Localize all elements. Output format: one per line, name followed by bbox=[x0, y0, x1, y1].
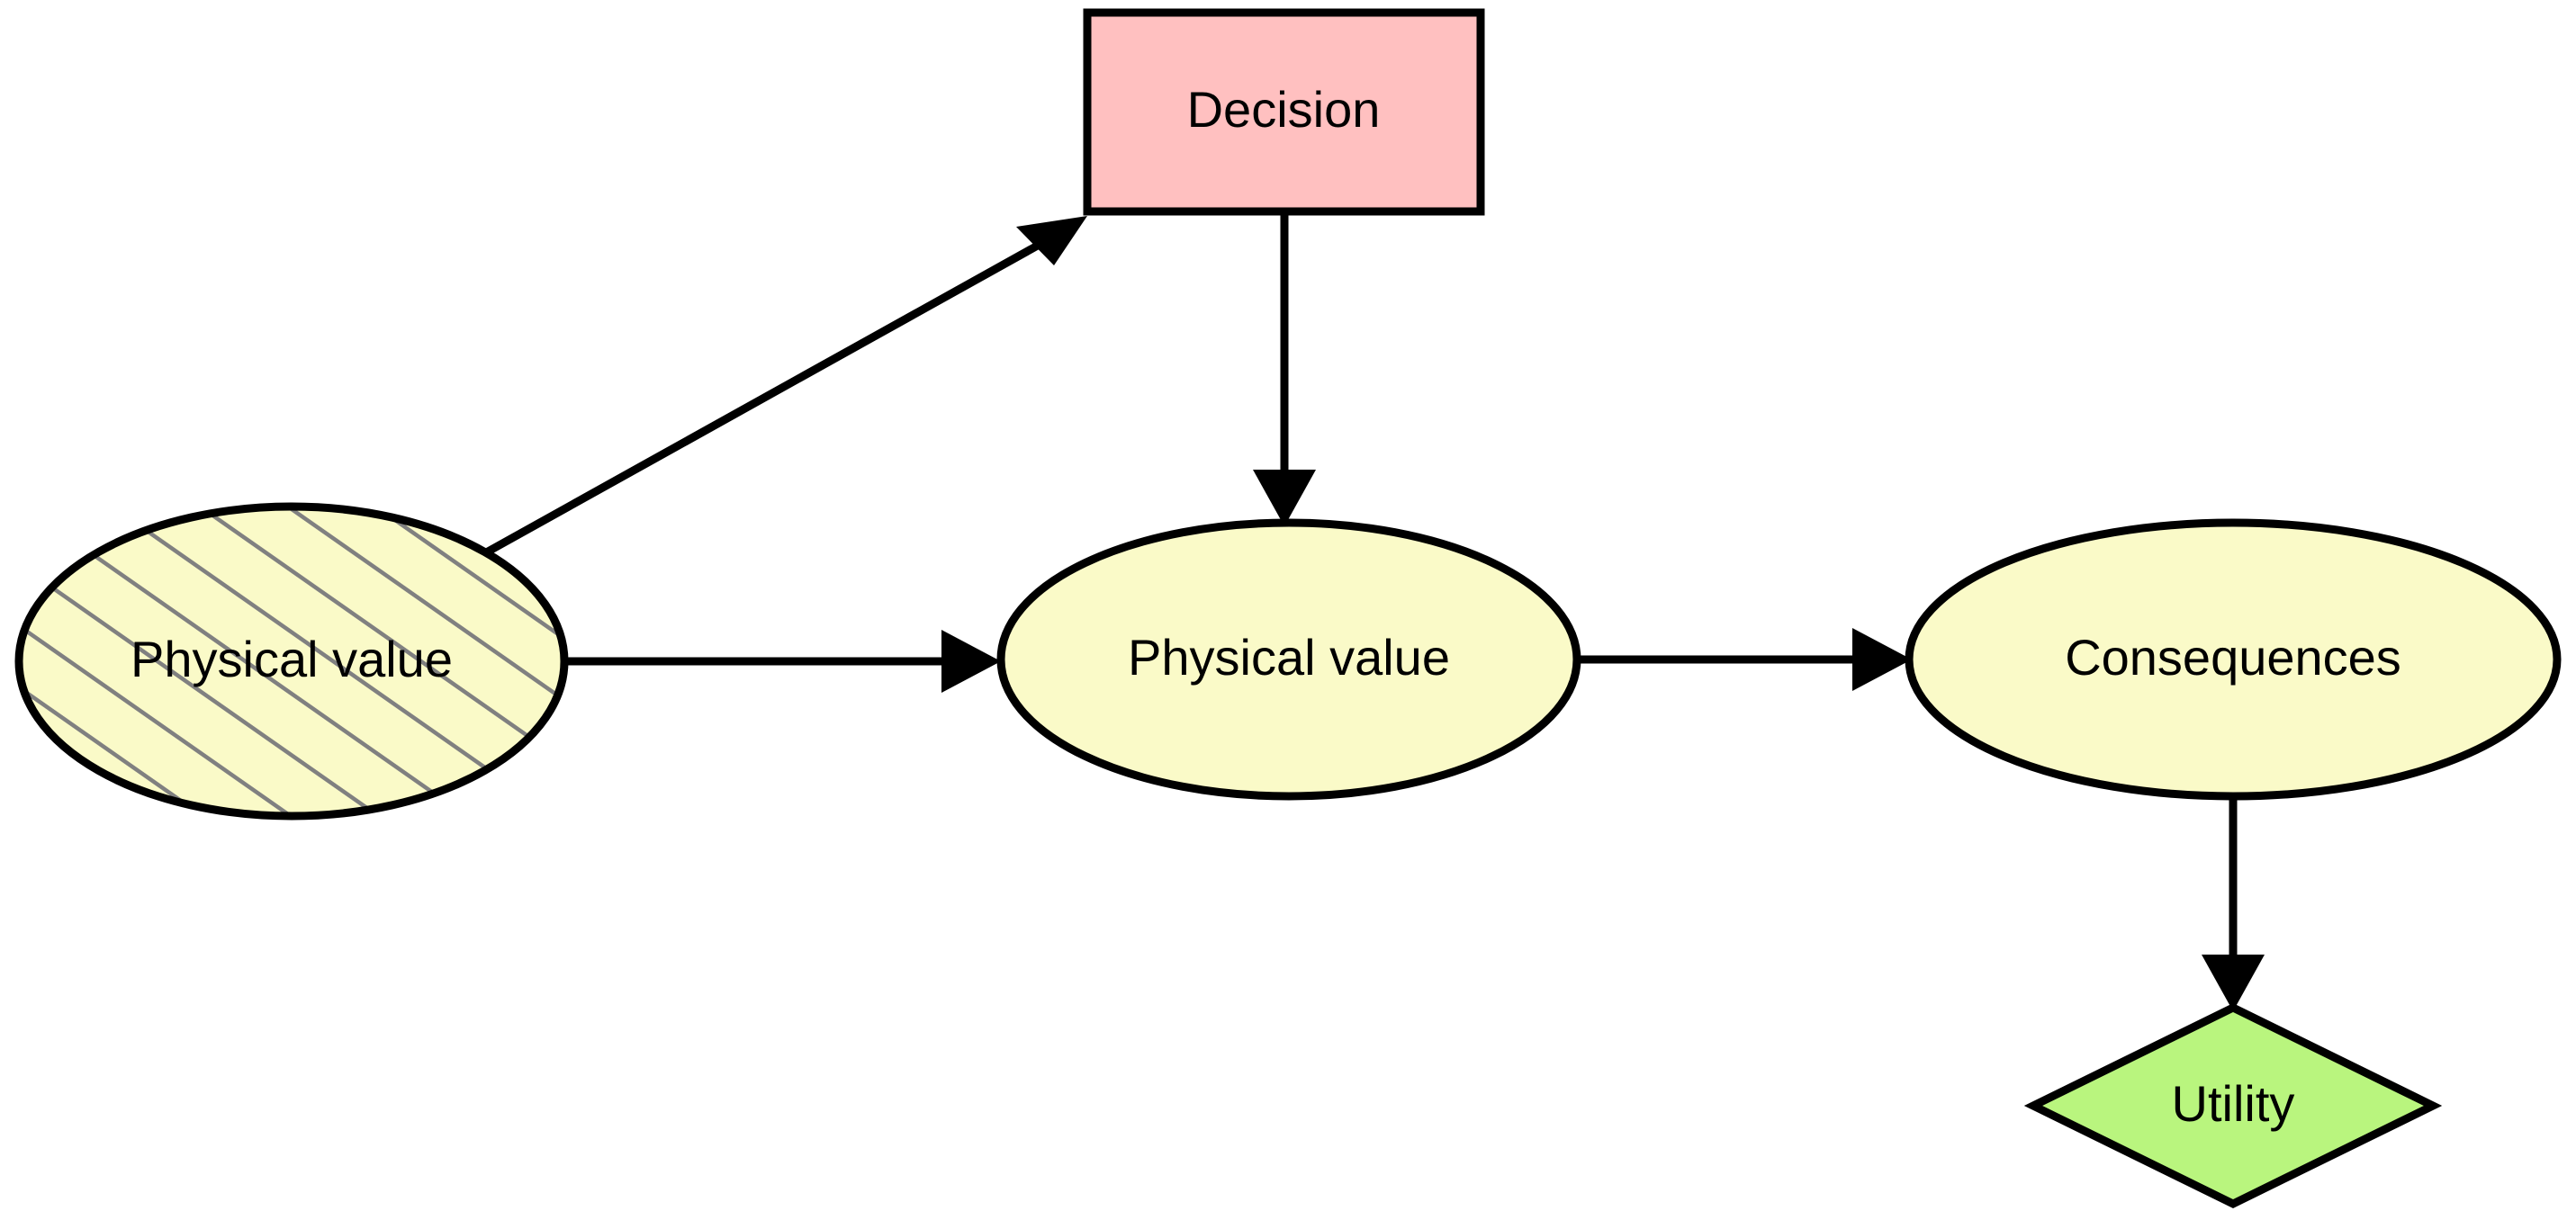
node-utility[interactable]: Utility bbox=[2023, 1002, 2443, 1209]
ellipse-shape bbox=[1905, 518, 2562, 801]
ellipse-shape bbox=[996, 518, 1581, 801]
node-label: Decision bbox=[1187, 81, 1381, 138]
arrowhead-icon bbox=[2202, 955, 2265, 1011]
node-consequences[interactable]: Consequences bbox=[1905, 518, 2562, 801]
edge-line bbox=[455, 226, 1069, 572]
arrowhead-icon bbox=[941, 630, 1001, 693]
edge-physical-observed-to-decision[interactable] bbox=[455, 216, 1087, 572]
edge-decision-to-physical-chance[interactable] bbox=[1253, 211, 1316, 526]
arrowhead-icon bbox=[1852, 628, 1912, 691]
node-physical-value-chance[interactable]: Physical value bbox=[996, 518, 1581, 801]
node-label: Utility bbox=[2172, 1075, 2295, 1132]
node-label: Consequences bbox=[2065, 629, 2401, 686]
arrowhead-icon bbox=[1253, 470, 1316, 526]
node-decision[interactable]: Decision bbox=[1083, 8, 1485, 216]
node-label: Physical value bbox=[1128, 629, 1450, 686]
ellipse-shape-hatched bbox=[14, 502, 569, 821]
edge-physical-observed-to-physical-chance[interactable] bbox=[563, 630, 1001, 693]
node-physical-value-observed[interactable]: Physical value bbox=[14, 502, 569, 821]
edge-physical-chance-to-consequences[interactable] bbox=[1577, 628, 1912, 691]
rectangle-shape bbox=[1083, 8, 1485, 216]
arrowhead-icon bbox=[1016, 216, 1087, 265]
edge-consequences-to-utility[interactable] bbox=[2202, 797, 2265, 1011]
diamond-shape bbox=[2023, 1002, 2443, 1209]
node-label: Physical value bbox=[131, 631, 453, 687]
